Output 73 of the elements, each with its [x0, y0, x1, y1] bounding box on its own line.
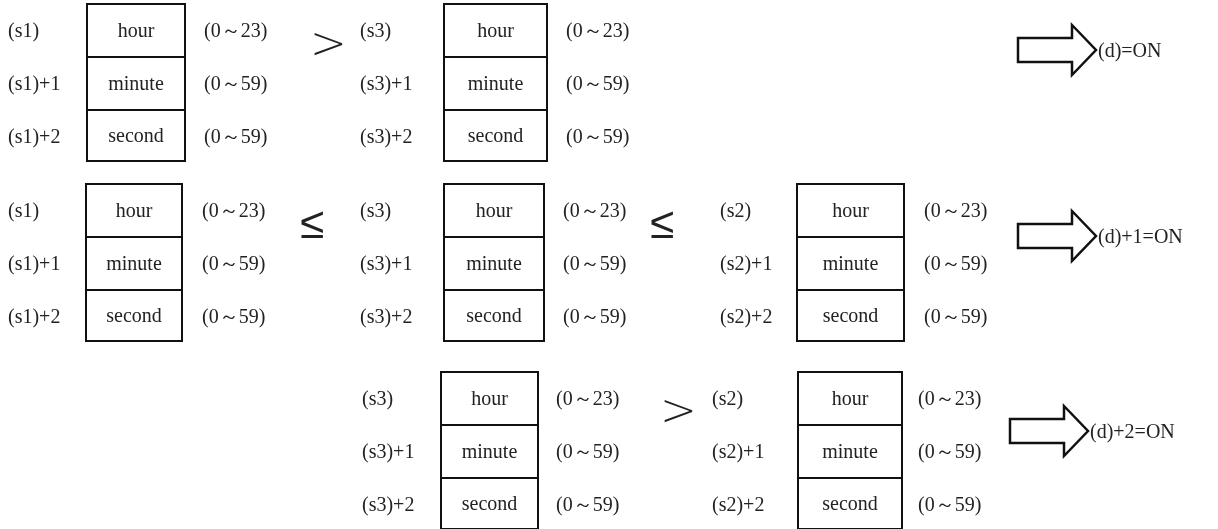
field-box: minute [796, 236, 905, 291]
range-label: (0～59) [918, 491, 982, 516]
range-label: (0～23) [924, 197, 988, 222]
register-label: (s3)+2 [360, 303, 413, 328]
field-box: second [443, 289, 545, 342]
register-label: (s2) [720, 197, 752, 222]
field-box: second [85, 289, 183, 342]
range-label: (0～59) [556, 438, 620, 463]
result-text: (d)+1=ON [1098, 224, 1183, 248]
field-box: hour [86, 3, 186, 58]
register-label: (s1)+2 [8, 123, 61, 148]
range-label: (0～23) [202, 197, 266, 222]
range-label: (0～59) [918, 438, 982, 463]
register-label: (s1)+1 [8, 70, 61, 95]
field-box: second [443, 109, 548, 162]
range-label: (0～59) [202, 303, 266, 328]
range-label: (0～59) [563, 250, 627, 275]
range-label: (0～59) [563, 303, 627, 328]
range-label: (0～59) [204, 70, 268, 95]
register-label: (s2)+2 [720, 303, 773, 328]
block-arrow [1016, 207, 1098, 265]
register-label: (s3) [360, 17, 392, 42]
field-box: minute [443, 236, 545, 291]
block-arrow [1008, 402, 1090, 460]
register-label: (s1)+2 [8, 303, 61, 328]
range-label: (0～23) [204, 17, 268, 42]
register-label: (s2)+2 [712, 491, 765, 516]
register-label: (s3)+2 [360, 123, 413, 148]
register-label: (s2) [712, 385, 744, 410]
register-label: (s3)+1 [360, 250, 413, 275]
field-box: minute [86, 56, 186, 111]
register-label: (s2)+1 [720, 250, 773, 275]
range-label: (0～59) [566, 123, 630, 148]
register-label: (s3)+1 [362, 438, 415, 463]
comparison-sign: > [310, 18, 347, 68]
block-arrow [1016, 21, 1098, 79]
range-label: (0～59) [202, 250, 266, 275]
range-label: (0～59) [204, 123, 268, 148]
field-box: minute [797, 424, 903, 479]
comparison-sign: ≤ [300, 198, 325, 248]
register-label: (s1)+1 [8, 250, 61, 275]
register-label: (s2)+1 [712, 438, 765, 463]
range-label: (0～59) [924, 250, 988, 275]
field-box: hour [797, 371, 903, 426]
field-box: minute [85, 236, 183, 291]
result-text: (d)=ON [1098, 38, 1162, 62]
field-box: second [86, 109, 186, 162]
range-label: (0～23) [566, 17, 630, 42]
register-label: (s3) [360, 197, 392, 222]
field-box: hour [443, 183, 545, 238]
range-label: (0～23) [556, 385, 620, 410]
field-box: minute [440, 424, 539, 479]
field-box: hour [796, 183, 905, 238]
field-box: hour [443, 3, 548, 58]
range-label: (0～59) [566, 70, 630, 95]
field-box: second [797, 477, 903, 529]
comparison-sign: ≤ [650, 198, 675, 248]
field-box: second [440, 477, 539, 529]
range-label: (0～59) [556, 491, 620, 516]
result-text: (d)+2=ON [1090, 419, 1175, 443]
field-box: second [796, 289, 905, 342]
comparison-sign: > [660, 385, 697, 435]
register-label: (s1) [8, 17, 40, 42]
field-box: minute [443, 56, 548, 111]
range-label: (0～23) [918, 385, 982, 410]
range-label: (0～59) [924, 303, 988, 328]
range-label: (0～23) [563, 197, 627, 222]
register-label: (s1) [8, 197, 40, 222]
field-box: hour [440, 371, 539, 426]
field-box: hour [85, 183, 183, 238]
register-label: (s3)+2 [362, 491, 415, 516]
register-label: (s3)+1 [360, 70, 413, 95]
register-label: (s3) [362, 385, 394, 410]
